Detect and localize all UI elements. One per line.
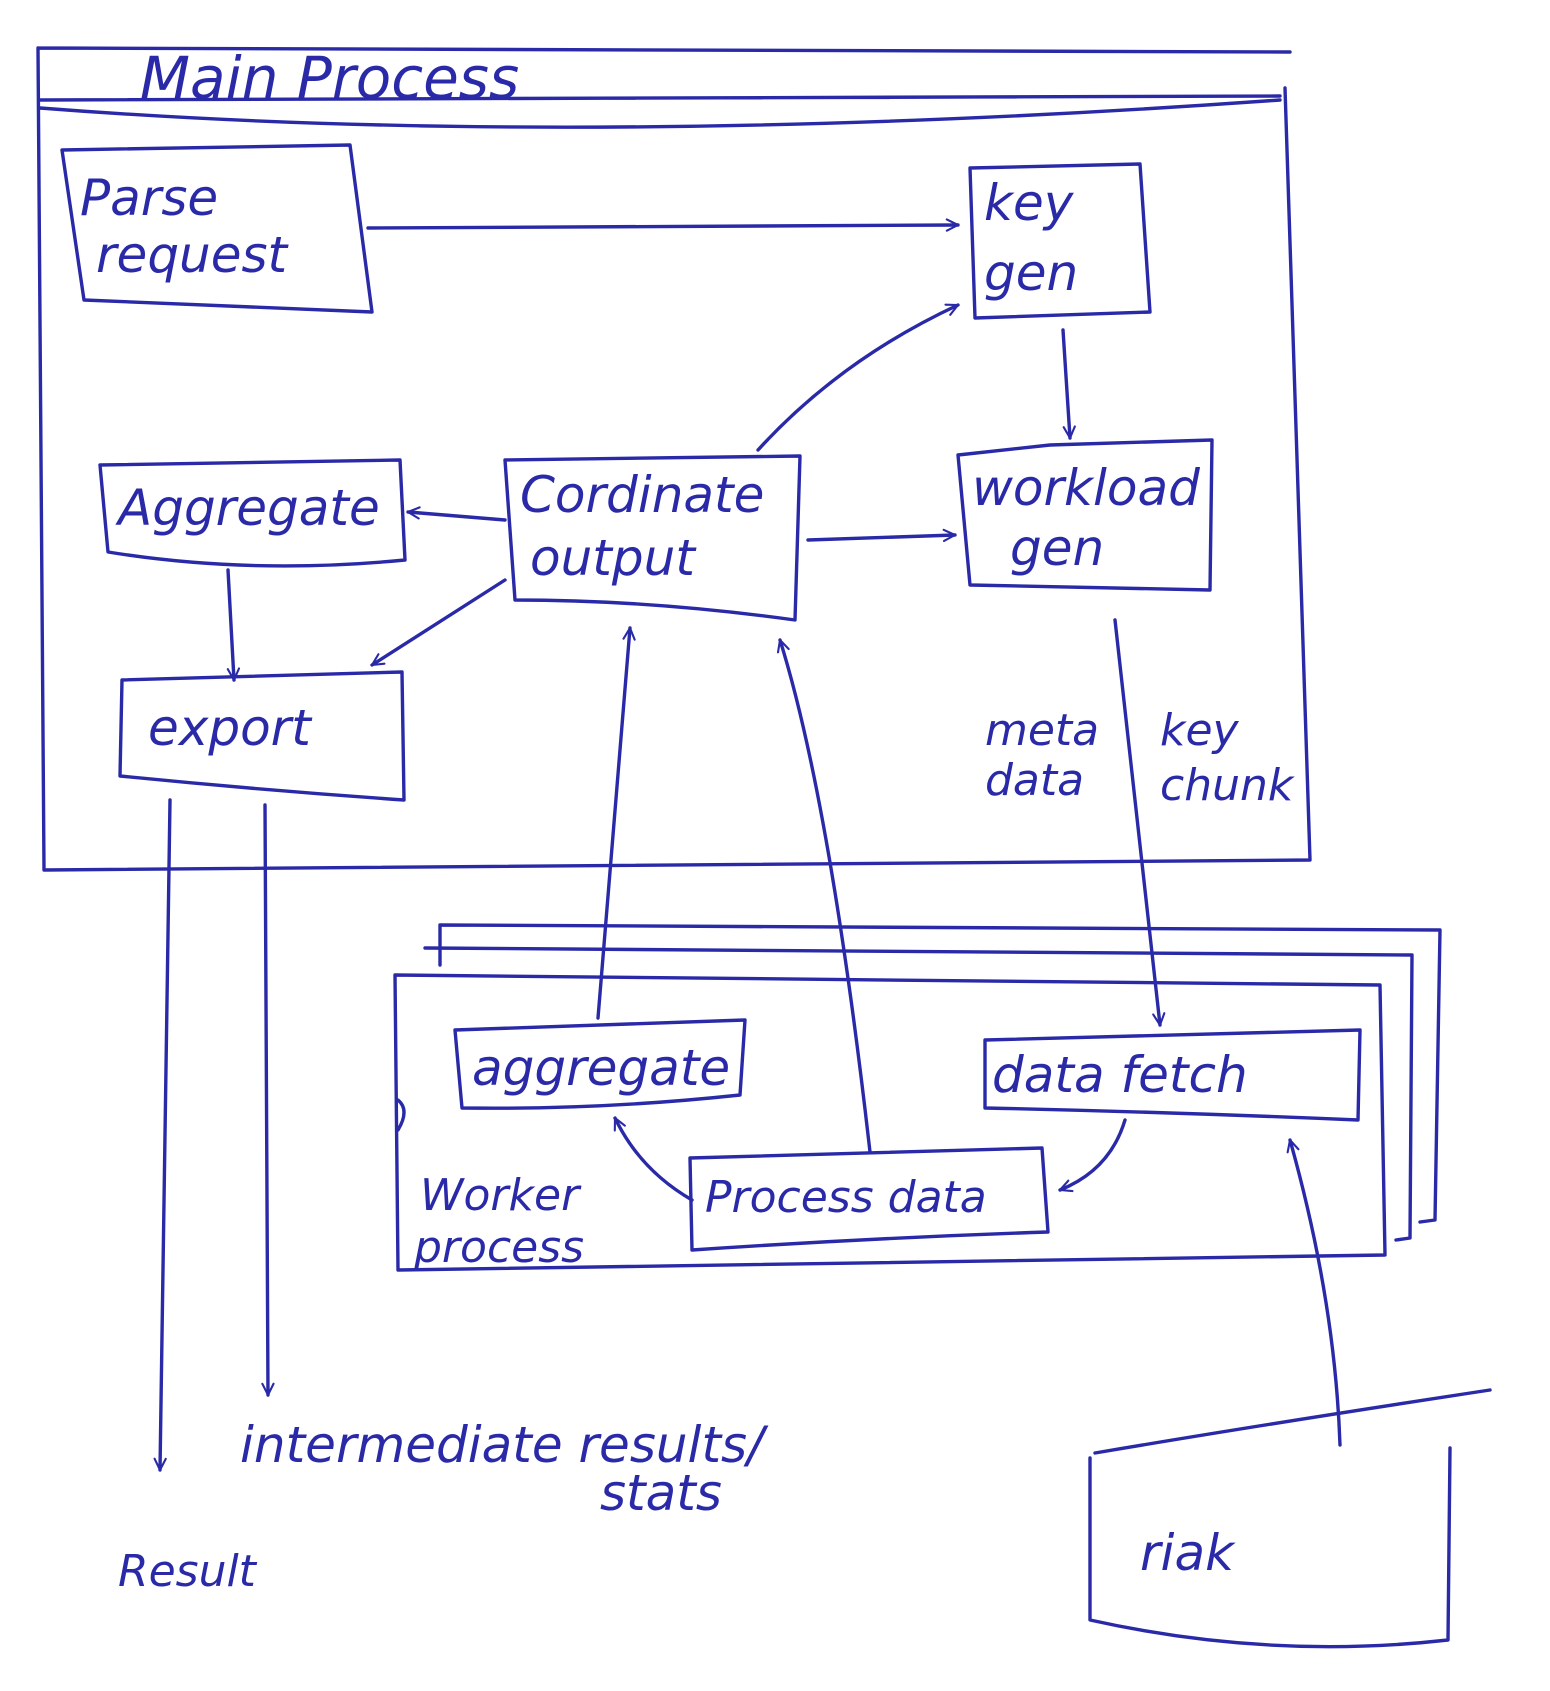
- key-gen-box: [968, 162, 1152, 320]
- key-chunk-label-2: chunk: [1160, 760, 1295, 811]
- arrow-export-to-intermediate: [261, 803, 275, 1397]
- parse-request-label-1: Parse: [80, 169, 218, 227]
- arrow-workload-to-datafetch: [1113, 618, 1166, 1027]
- worker-process-label-2: process: [413, 1222, 584, 1273]
- main-process-frame: [36, 46, 1312, 872]
- riak-cylinder: [1088, 1388, 1492, 1649]
- key-gen-label-1: key: [984, 174, 1075, 232]
- process-data-box: [688, 1146, 1050, 1252]
- arrow-aggregate-to-export: [226, 568, 241, 682]
- key-gen-label-2: gen: [984, 244, 1078, 302]
- export-box: [118, 670, 406, 802]
- arrow-datafetch-to-processdata: [1058, 1118, 1127, 1193]
- key-chunk-label-1: key: [1160, 705, 1240, 756]
- data-fetch-box: [983, 1028, 1362, 1122]
- aggregate-main-label: Aggregate: [115, 479, 380, 537]
- worker-frame-front: [393, 973, 1387, 1272]
- arrow-keygen-to-workload: [1061, 328, 1076, 440]
- workload-gen-box: [956, 438, 1214, 592]
- workload-gen-label-1: workload: [972, 459, 1200, 517]
- parse-request-label-2: request: [96, 226, 290, 284]
- arrow-export-to-result: [153, 798, 172, 1472]
- intermediate-results-label-1: intermediate results/: [240, 1416, 769, 1474]
- main-process-title: Main Process: [140, 44, 519, 112]
- coordinate-output-label-2: output: [530, 529, 697, 587]
- result-label: Result: [118, 1546, 258, 1597]
- parse-request-box: [60, 143, 374, 314]
- arrow-processdata-to-coordinate: [776, 638, 872, 1154]
- worker-process-label-1: Worker: [420, 1170, 582, 1221]
- arrow-processdata-to-aggregate: [613, 1116, 694, 1202]
- arrow-coordinate-to-workload: [806, 528, 957, 543]
- arrow-riak-to-datafetch: [1286, 1138, 1342, 1447]
- arrow-worker-aggregate-to-coordinate: [596, 626, 636, 1020]
- arrow-parse-to-keygen: [366, 218, 960, 232]
- worker-frame-back: [438, 923, 1442, 1224]
- arrow-coordinate-to-export: [370, 578, 507, 667]
- workload-gen-label-2: gen: [1010, 519, 1104, 577]
- riak-label: riak: [1140, 1524, 1236, 1582]
- intermediate-results-label-2: stats: [600, 1464, 722, 1522]
- process-data-label: Process data: [705, 1172, 987, 1223]
- meta-data-label-2: data: [985, 755, 1084, 806]
- worker-frame-middle: [423, 946, 1414, 1242]
- data-fetch-label: data fetch: [992, 1046, 1248, 1104]
- meta-data-label-1: meta: [985, 705, 1099, 756]
- arrow-coordinate-to-aggregate: [406, 506, 507, 522]
- aggregate-worker-label: aggregate: [472, 1039, 730, 1097]
- arrow-coordinate-to-keygen: [756, 303, 960, 452]
- coordinate-output-label-1: Cordinate: [520, 466, 764, 524]
- export-label: export: [148, 699, 313, 757]
- coordinate-output-box: [503, 454, 802, 622]
- aggregate-worker-box: [453, 1018, 747, 1110]
- aggregate-main-box: [98, 458, 407, 568]
